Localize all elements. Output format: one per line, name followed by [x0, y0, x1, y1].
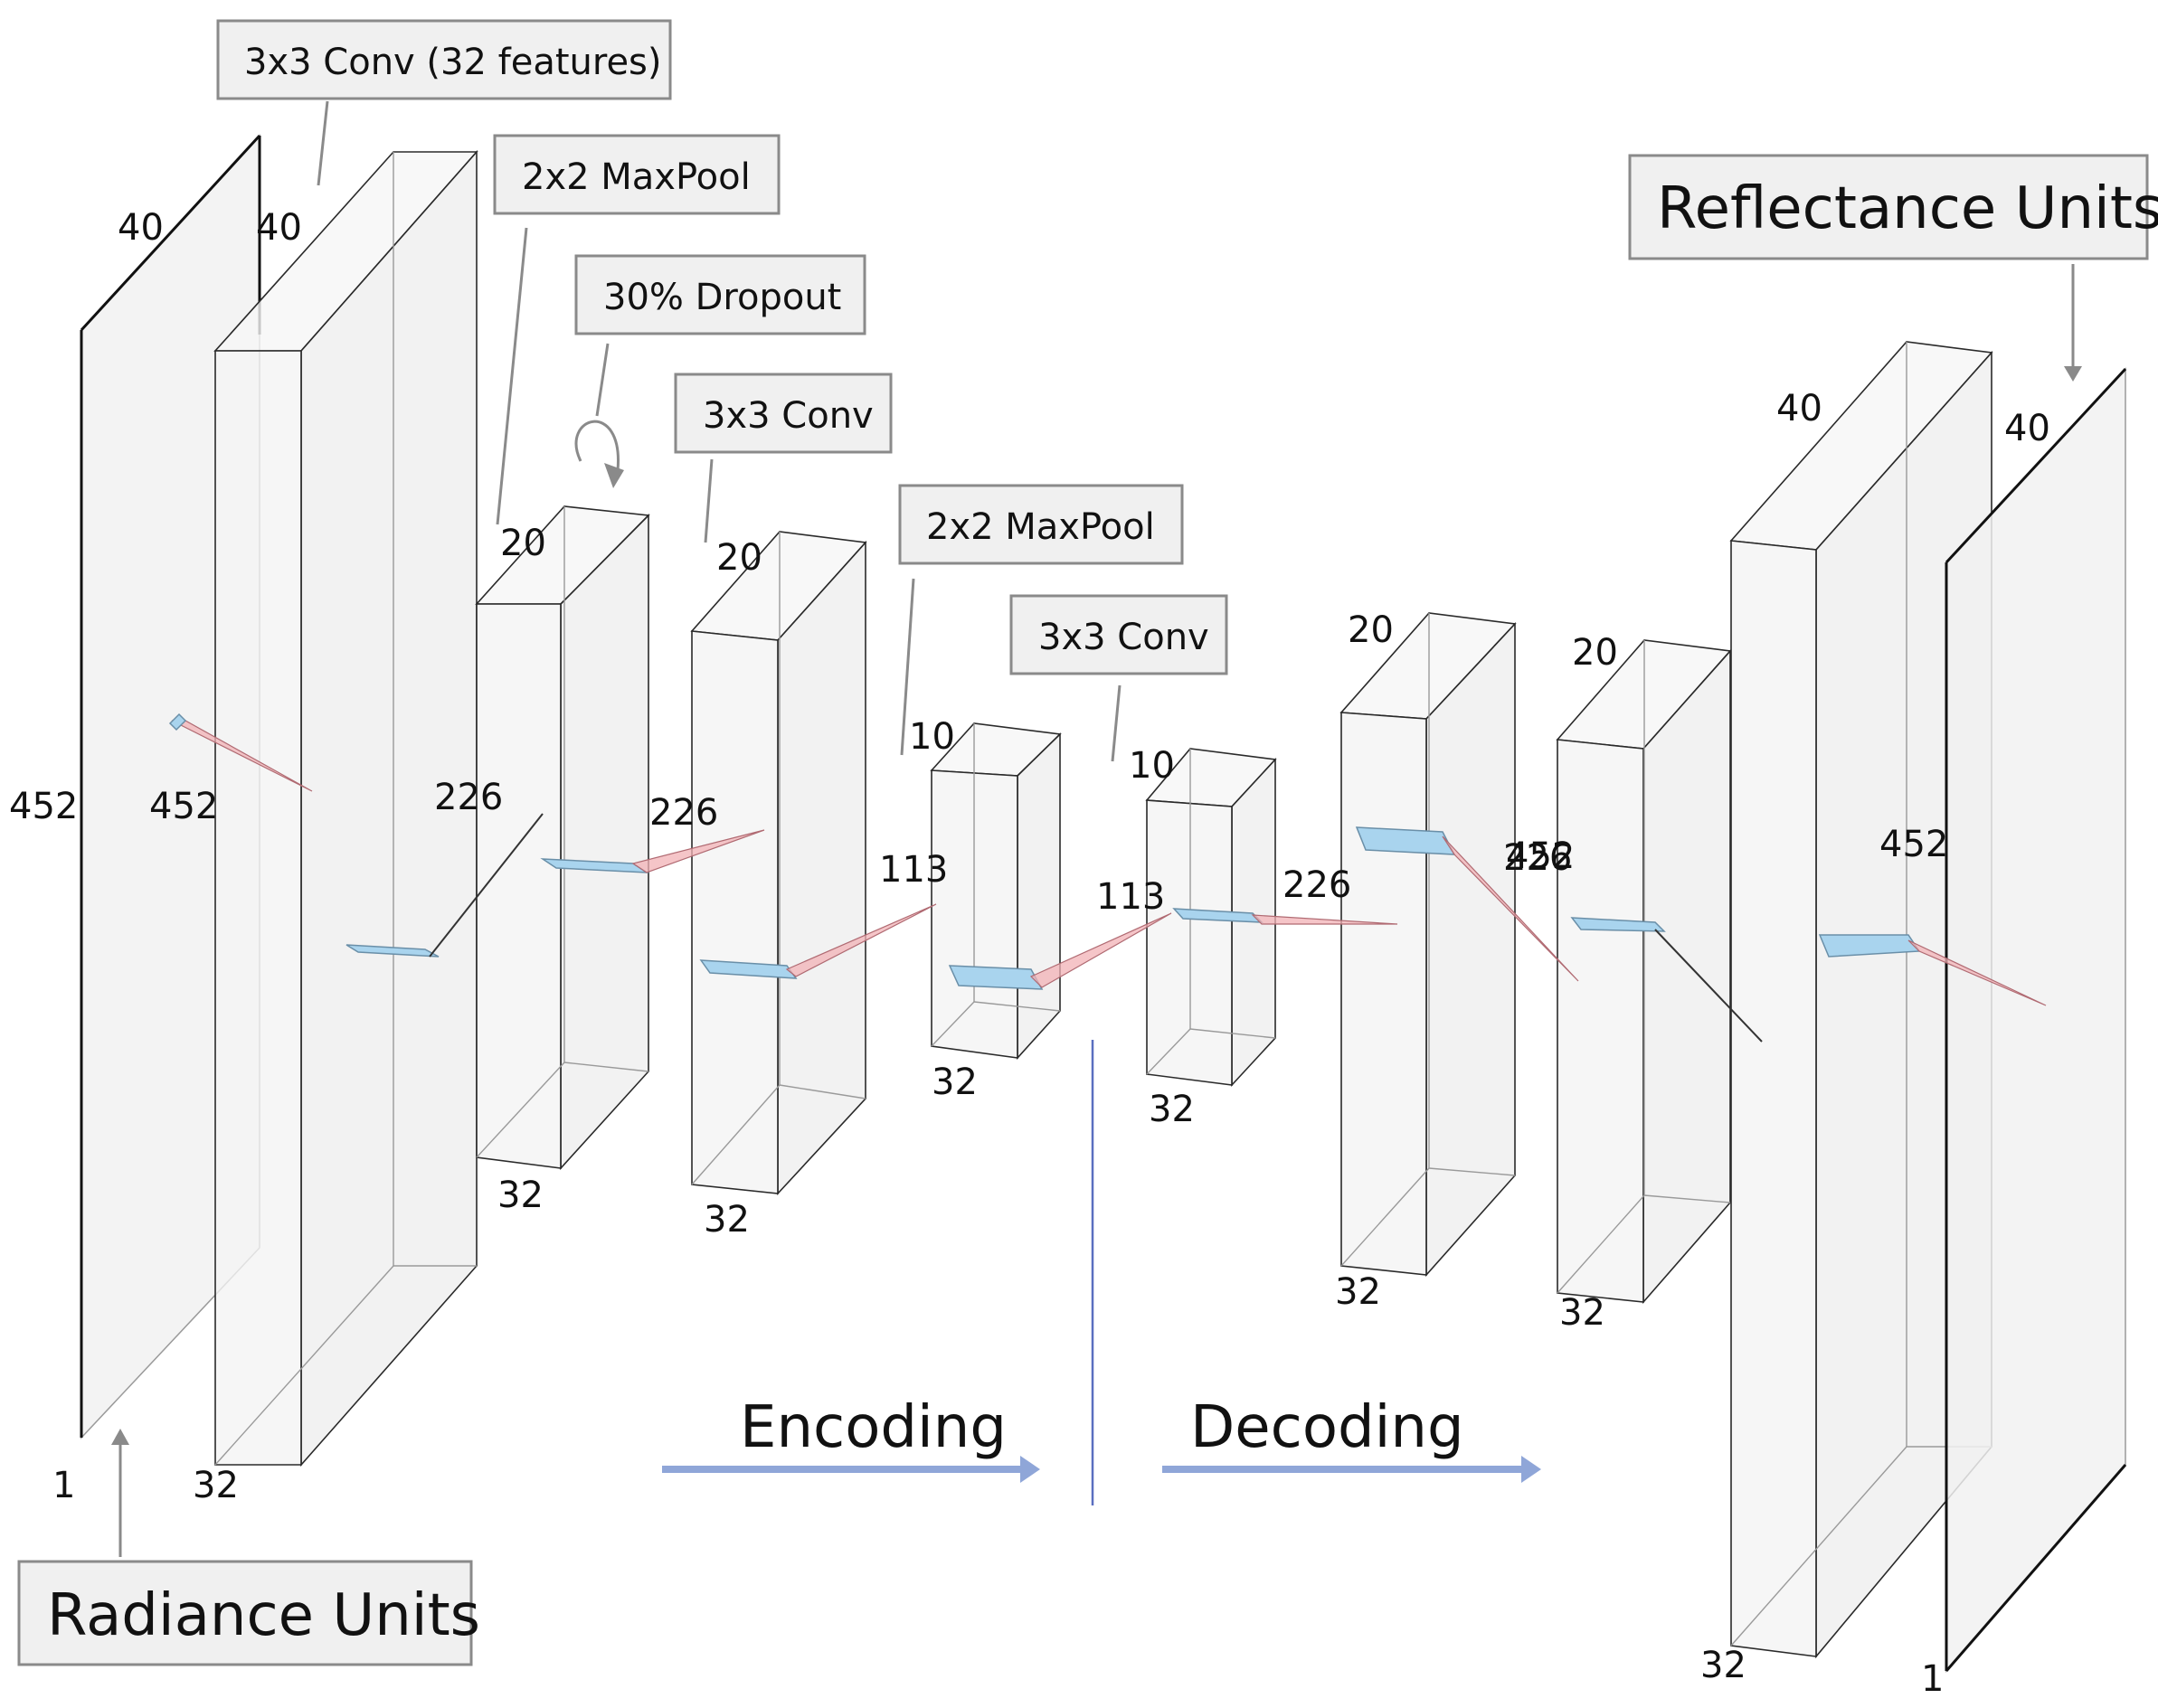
conv2-callout-text: 3x3 Conv — [703, 395, 874, 437]
maxpool2-callout-box — [898, 484, 1184, 565]
conv1-height-label: 452 — [149, 786, 218, 827]
input-width-label: 40 — [118, 207, 164, 249]
pool1-block — [475, 505, 650, 1171]
conv3-width-label: 10 — [1129, 745, 1175, 787]
conv1-block — [213, 149, 478, 1467]
dropout-loop-arrow — [574, 420, 620, 471]
conv3-depth-label: 32 — [1149, 1089, 1195, 1130]
dimension-labels: 40 452 1 40 452 32 20 226 32 20 226 32 1… — [9, 207, 2050, 1700]
input-label-text: Radiance Units — [47, 1582, 480, 1649]
encoding-label: Encoding — [740, 1394, 1007, 1461]
up2-depth-label: 32 — [1559, 1292, 1605, 1334]
decoding-label: Decoding — [1190, 1394, 1464, 1461]
conv2-block — [690, 531, 867, 1196]
input-height-label: 452 — [9, 786, 78, 827]
input-depth-label: 1 — [52, 1465, 75, 1506]
pool2-depth-label: 32 — [932, 1062, 978, 1103]
input-label-box — [17, 1560, 473, 1666]
decoder-height-label-a: 226 — [1503, 837, 1572, 879]
up2-block — [1556, 639, 1732, 1305]
conv2-width-label: 20 — [716, 537, 762, 579]
pool2-width-label: 10 — [909, 716, 955, 758]
conv2-callout-box — [674, 373, 893, 454]
conv32-callout-box — [216, 19, 672, 100]
up2-width-label: 20 — [1572, 632, 1618, 674]
output-label-text: Reflectance Units — [1657, 175, 2158, 242]
up1-width-label: 20 — [1348, 609, 1394, 651]
dropout-callout-box — [574, 254, 866, 335]
maxpool1-callout-box — [493, 134, 781, 215]
pool1-width-label: 20 — [500, 523, 546, 564]
up1-block — [1339, 612, 1517, 1278]
pool1-depth-label: 32 — [497, 1175, 544, 1216]
up3-height-label: 452 — [1879, 824, 1948, 865]
up3-width-label: 40 — [1776, 388, 1822, 429]
conv32-callout-text: 3x3 Conv (32 features) — [244, 42, 662, 83]
up2-height-label: 452 — [1506, 835, 1575, 877]
output-plane — [1945, 367, 2127, 1674]
up3-depth-label: 32 — [1700, 1645, 1746, 1686]
conv1-depth-label: 32 — [193, 1465, 239, 1506]
output-depth-label: 1 — [1921, 1658, 1944, 1700]
conv2-depth-label: 32 — [704, 1199, 750, 1241]
flow-indicators: Encoding Decoding — [662, 1040, 1541, 1505]
conv3-height-label: 113 — [1096, 876, 1165, 918]
up1-depth-label: 32 — [1335, 1271, 1381, 1313]
pool2-block — [930, 722, 1062, 1061]
conv1-width-label: 40 — [256, 207, 302, 249]
conv3-callout-box — [1009, 594, 1228, 675]
output-label-box — [1628, 154, 2149, 260]
conv2-height-label: 226 — [649, 792, 718, 834]
maxpool2-callout-text: 2x2 MaxPool — [926, 506, 1155, 548]
pool1-height-label: 226 — [434, 777, 503, 818]
conv3-callout-text: 3x3 Conv — [1038, 617, 1209, 658]
maxpool1-callout-text: 2x2 MaxPool — [522, 156, 751, 198]
operation-callouts: 3x3 Conv (32 features) 2x2 MaxPool 30% D… — [17, 19, 2158, 1666]
dropout-callout-text: 30% Dropout — [603, 277, 841, 318]
kernel-connections — [168, 712, 2047, 1043]
conv3-block — [1145, 748, 1277, 1088]
output-width-label: 40 — [2004, 408, 2050, 449]
up1-height-label: 226 — [1282, 864, 1351, 906]
pool2-height-label: 113 — [879, 849, 948, 891]
